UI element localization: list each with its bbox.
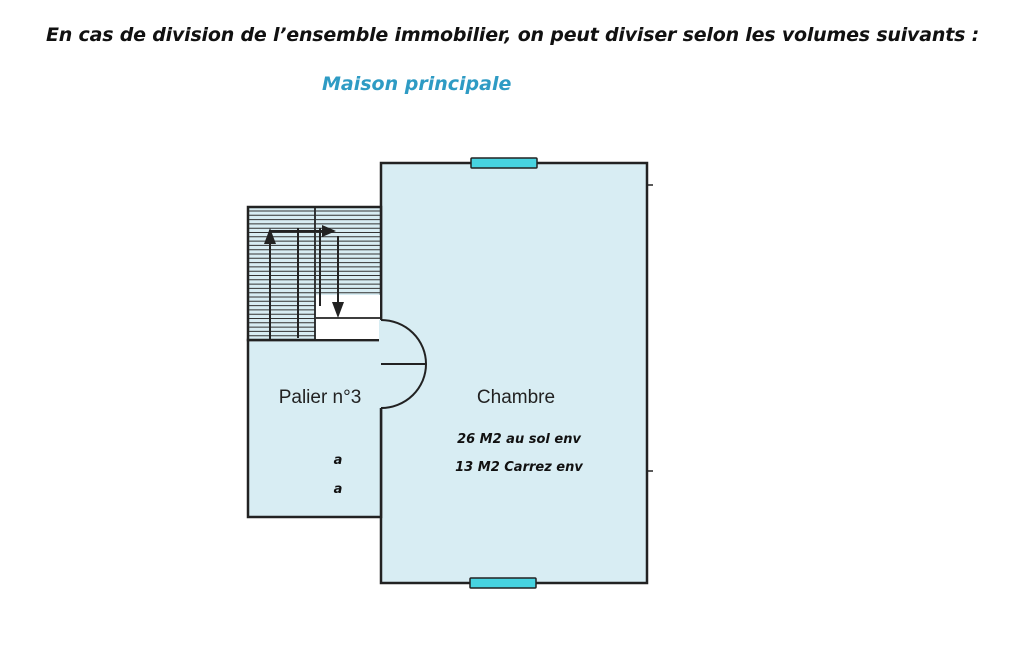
window-top-icon xyxy=(470,157,538,169)
chambre-floor-area: 26 M2 au sol env xyxy=(457,432,581,447)
page-heading: En cas de division de l’ensemble immobil… xyxy=(46,24,979,46)
plan-subtitle: Maison principale xyxy=(322,73,512,95)
stair-landing xyxy=(316,295,380,339)
palier-mark-2: a xyxy=(334,482,343,497)
stair-arrow-icon xyxy=(264,225,344,340)
chambre-carrez-area: 13 M2 Carrez env xyxy=(455,460,583,475)
palier-label: Palier n°3 xyxy=(279,387,362,408)
window-bottom-icon xyxy=(469,577,537,589)
door-swing-icon xyxy=(379,319,427,409)
chambre-label: Chambre xyxy=(477,387,555,408)
chambre-room xyxy=(379,161,649,585)
palier-room xyxy=(246,338,383,519)
stair-treads-left xyxy=(249,210,315,337)
stair-treads-right xyxy=(316,210,380,294)
palier-mark-1: a xyxy=(334,453,343,468)
